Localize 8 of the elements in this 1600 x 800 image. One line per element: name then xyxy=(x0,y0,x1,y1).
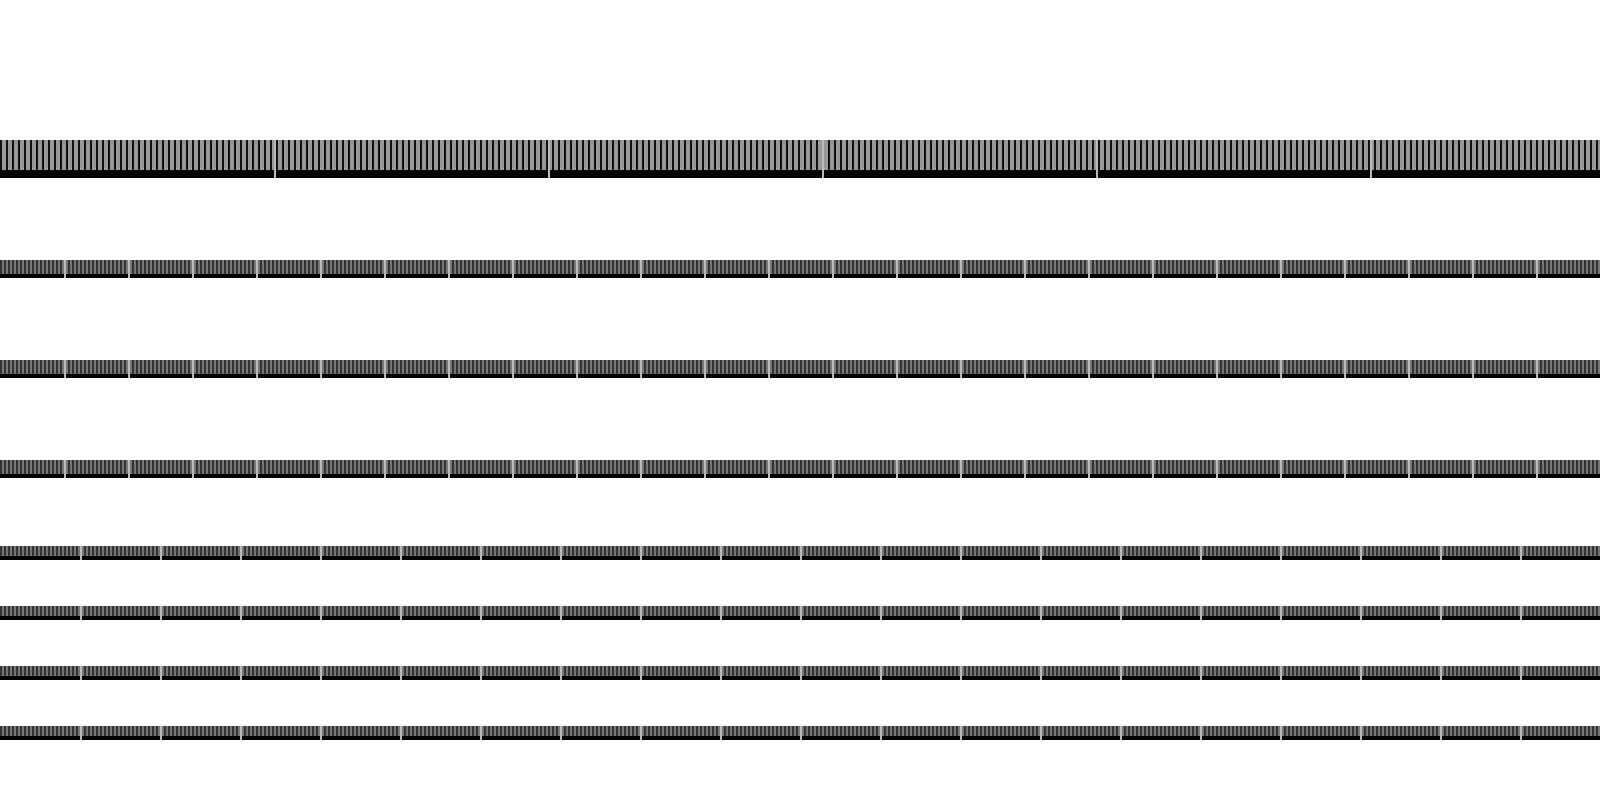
striped-bar xyxy=(0,260,1600,278)
striped-bar xyxy=(0,460,1600,478)
striped-bar xyxy=(0,606,1600,620)
striped-bar xyxy=(0,726,1600,740)
striped-bar xyxy=(0,140,1600,178)
striped-bar xyxy=(0,360,1600,378)
striped-bar xyxy=(0,666,1600,680)
striped-bar xyxy=(0,546,1600,560)
